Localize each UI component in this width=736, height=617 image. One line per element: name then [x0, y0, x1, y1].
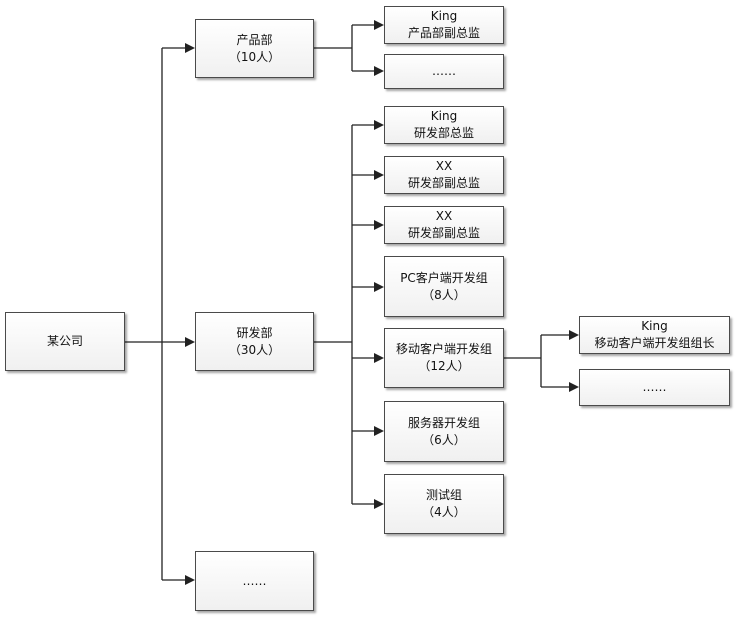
node-product-more: …… [384, 54, 504, 89]
node-rd-director: King 研发部总监 [384, 106, 504, 144]
node-rd-vp-1-line-1: 研发部副总监 [407, 176, 480, 190]
connector-company [125, 47, 186, 581]
node-product-vp: King 产品部副总监 [384, 6, 504, 44]
arrowhead [374, 353, 384, 363]
node-pc-client-team: PC客户端开发组 （8人） [384, 256, 504, 317]
node-company: 某公司 [5, 312, 125, 371]
node-mobile-more: …… [579, 369, 730, 406]
node-rd-vp-2-line-1: 研发部副总监 [407, 226, 480, 240]
node-mobile-lead-line-1: 移动客户端开发组组长 [594, 336, 715, 350]
node-rd-vp-1: XX 研发部副总监 [384, 156, 504, 194]
arrowhead [374, 66, 384, 76]
arrowhead [374, 20, 384, 30]
node-rd-director-line-0: King [430, 109, 458, 123]
node-product-vp-line-1: 产品部副总监 [407, 26, 480, 40]
node-rd-vp-2: XX 研发部副总监 [384, 206, 504, 244]
arrowhead [185, 575, 195, 585]
node-mobile-team: 移动客户端开发组 （12人） [384, 328, 504, 388]
node-mobile-more-line-0: …… [642, 380, 667, 394]
node-rd-vp-1-line-0: XX [435, 159, 453, 173]
node-pc-client-team-line-0: PC客户端开发组 [400, 270, 488, 285]
arrowhead [185, 337, 195, 347]
node-server-team-line-0: 服务器开发组 [407, 415, 480, 430]
node-rd-dept-line-0: 研发部 [236, 325, 273, 340]
arrowhead [374, 220, 384, 230]
connector-rd-dept [314, 124, 375, 505]
connector-product-dept [314, 24, 375, 72]
connector-mobile-team [504, 334, 570, 388]
arrowhead [185, 43, 195, 53]
node-rd-vp-2-line-0: XX [435, 209, 453, 223]
arrowhead [569, 382, 579, 392]
arrowhead [374, 170, 384, 180]
arrowhead [374, 499, 384, 509]
arrowhead [569, 330, 579, 340]
node-product-vp-line-0: King [430, 9, 458, 23]
node-product-dept: 产品部 （10人） [195, 19, 314, 78]
node-server-team: 服务器开发组 （6人） [384, 401, 504, 462]
node-pc-client-team-line-1: （8人） [422, 287, 466, 302]
node-rd-dept: 研发部 （30人） [195, 312, 314, 371]
node-mobile-team-line-0: 移动客户端开发组 [395, 342, 492, 356]
node-test-team: 测试组 （4人） [384, 474, 504, 534]
node-test-team-line-0: 测试组 [425, 488, 462, 502]
node-rd-dept-line-1: （30人） [228, 342, 281, 357]
node-product-more-line-0: …… [432, 64, 456, 78]
node-product-dept-line-1: （10人） [228, 49, 281, 64]
arrowhead [374, 426, 384, 436]
node-company-line-0: 某公司 [46, 334, 83, 348]
node-server-team-line-1: （6人） [422, 432, 466, 447]
arrowhead [374, 282, 384, 292]
node-mobile-lead-line-0: King [641, 319, 668, 333]
node-rd-director-line-1: 研发部总监 [413, 126, 474, 140]
node-other-dept-line-0: …… [242, 573, 267, 588]
node-other-dept: …… [195, 551, 314, 611]
node-test-team-line-1: （4人） [422, 505, 466, 519]
arrowhead [374, 120, 384, 130]
node-mobile-team-line-1: （12人） [418, 359, 470, 373]
node-product-dept-line-0: 产品部 [236, 32, 273, 47]
node-mobile-lead: King 移动客户端开发组组长 [579, 316, 730, 354]
